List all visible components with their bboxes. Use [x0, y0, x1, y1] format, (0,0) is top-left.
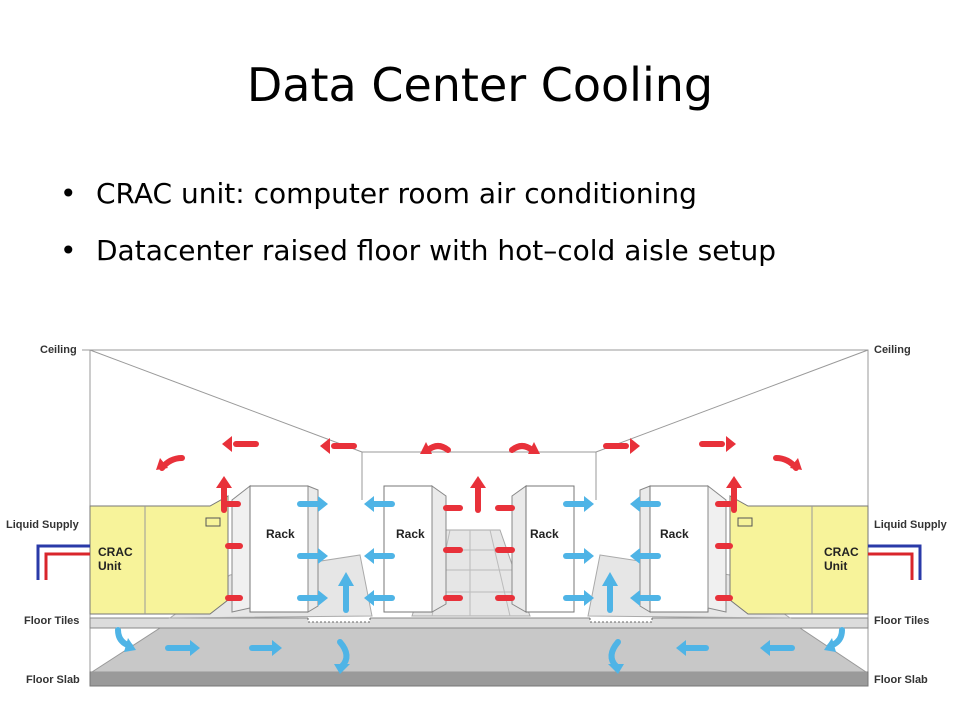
rack-row-1: Rack	[231, 484, 319, 613]
side-labels: Ceiling Ceiling Liquid Supply Liquid Sup…	[6, 344, 948, 686]
rack-4-label: Rack	[660, 527, 689, 541]
slide-title: Data Center Cooling	[246, 58, 714, 112]
bullet-item: • CRAC unit: computer room air conditioni…	[60, 176, 776, 212]
label-ceiling-right: Ceiling	[874, 344, 911, 356]
perforated-tile-left	[307, 615, 371, 623]
bullet-dot-icon: •	[60, 177, 77, 210]
label-floor-slab-left: Floor Slab	[26, 674, 80, 686]
perforated-tile-right	[589, 615, 653, 623]
plenum-floor	[90, 627, 868, 673]
hot-air-arrow-icon	[509, 443, 535, 453]
crac-unit-right: CRAC Unit	[729, 495, 869, 615]
liquid-supply-pipes-right	[868, 544, 922, 580]
hot-air-arrow-icon	[425, 443, 451, 453]
bullet-text: Datacenter raised floor with hot–cold ai…	[96, 234, 776, 267]
rack-3-label: Rack	[530, 527, 559, 541]
label-liquid-supply-right: Liquid Supply	[874, 519, 948, 531]
floor-slab	[89, 671, 869, 687]
crac-right-line1: CRAC	[824, 545, 859, 559]
bullet-list: • CRAC unit: computer room air conditioni…	[60, 176, 776, 290]
datacenter-cooling-diagram: CRAC Unit CRAC Unit Rack Rack Rack Ra	[6, 344, 948, 687]
hot-air-arrowheads	[156, 436, 802, 488]
rack-row-4: Rack	[639, 484, 727, 613]
crac-left-line2: Unit	[98, 559, 121, 573]
crac-right-line2: Unit	[824, 559, 847, 573]
label-floor-slab-right: Floor Slab	[874, 674, 928, 686]
label-floor-tiles-right: Floor Tiles	[874, 615, 929, 627]
rack-1-label: Rack	[266, 527, 295, 541]
crac-unit-left: CRAC Unit	[89, 495, 229, 615]
bullet-dot-icon: •	[60, 234, 77, 267]
crac-left-line1: CRAC	[98, 545, 133, 559]
label-floor-tiles-left: Floor Tiles	[24, 615, 79, 627]
rack-2-label: Rack	[396, 527, 425, 541]
liquid-supply-pipes-left	[36, 544, 90, 580]
floor-tiles	[89, 617, 869, 629]
cold-air-arrowheads	[124, 496, 836, 674]
bullet-text: CRAC unit: computer room air conditionin…	[96, 177, 697, 210]
ceiling-perspective-right	[595, 349, 869, 453]
label-liquid-supply-left: Liquid Supply	[6, 519, 80, 531]
ceiling-perspective-left	[89, 349, 363, 453]
label-ceiling-left: Ceiling	[40, 344, 77, 356]
bullet-item: • Datacenter raised floor with hot–cold a…	[60, 233, 776, 269]
